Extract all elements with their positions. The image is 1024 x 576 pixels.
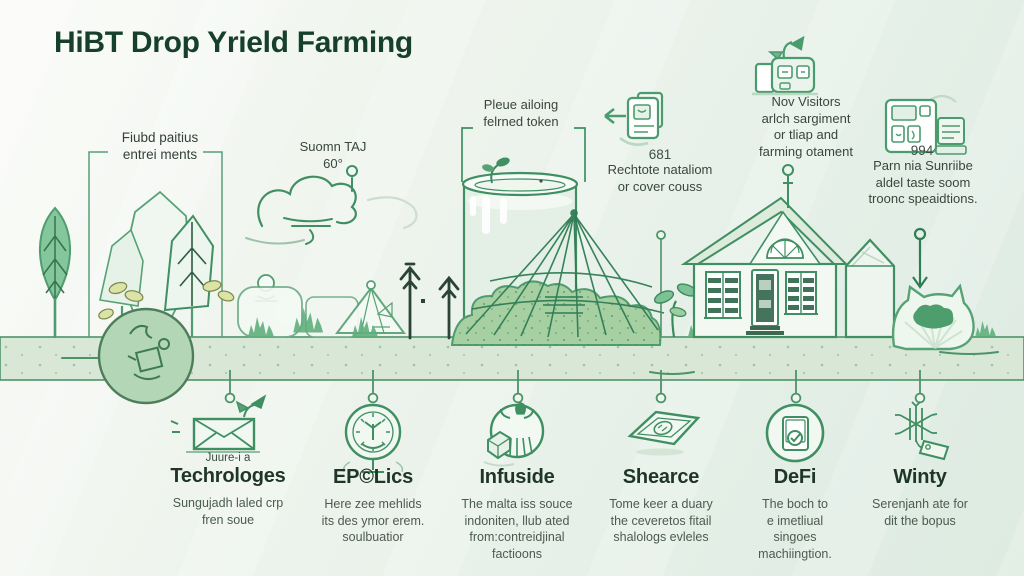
column-body: Serenjanh ate for dit the bopus — [872, 497, 968, 528]
field-enclosure — [88, 151, 223, 337]
column-body: Here zee mehlids its des ymor erem. soul… — [321, 497, 425, 544]
column-winty: Winty Serenjanh ate for dit the bopus — [835, 452, 1005, 529]
cloud-sketch-icon — [245, 165, 418, 245]
banknote-icon — [627, 410, 701, 456]
net-dome-icon — [465, 209, 665, 338]
leaf-tree-icon — [38, 206, 72, 338]
column-heading: Shearce — [622, 466, 700, 488]
tablet-check-icon — [765, 403, 825, 463]
column-shearce: Shearce Tome keer a duary the ceveretos … — [576, 452, 746, 546]
column-techrologes: Juure-i a Techrologes Sungujadh laled cr… — [143, 452, 313, 528]
column-epclics: EP©Lics Here zee mehlids its des ymor er… — [288, 452, 458, 546]
bushes-icon — [450, 280, 662, 346]
column-body: Sungujadh laled crp fren soue — [172, 496, 284, 527]
column-heading: Techrologes — [170, 465, 286, 487]
callout-machine-number: 994 — [910, 143, 934, 158]
callout-machine: Parn nia Sunriibe aldel taste soom troon… — [868, 158, 978, 207]
callout-silo: Pleue ailoing felrned token — [483, 97, 559, 129]
column-heading: Winty — [893, 466, 947, 488]
seed-coin-badge-icon — [97, 307, 195, 405]
column-infuside: Infuside The malta iss souce indoniten, … — [432, 452, 602, 562]
sprout-head-icon — [483, 402, 545, 467]
sprout-icon — [653, 283, 698, 338]
snowflake-tag-icon — [894, 401, 950, 461]
angular-trees-icon — [98, 190, 235, 337]
column-small-label: Juure-i a — [205, 452, 251, 464]
envelope-plant-icon — [170, 394, 267, 453]
column-defi: DeFi The boch to e imetliual singoes mac… — [710, 452, 880, 562]
power-poles-icon — [399, 262, 460, 340]
callout-field: Fiubd paitius entrei ments — [121, 130, 199, 163]
docs-connector — [656, 230, 666, 337]
column-body: Tome keer a duary the ceveretos fitail s… — [609, 497, 713, 544]
column-heading: EP©Lics — [332, 466, 414, 488]
farm-stand-icon — [752, 35, 818, 96]
farm-house-icon — [680, 164, 849, 339]
callout-docs-number: 681 — [648, 147, 672, 162]
callout-docs: Rechtote nataliom or cover couss — [607, 162, 713, 194]
calculator-machine-icon — [884, 94, 967, 155]
silo-bracket — [461, 127, 586, 182]
column-body: The boch to e imetliual singoes machiing… — [758, 497, 832, 561]
column-heading: Infuside — [479, 466, 555, 488]
callout-cloud: Suomn TAJ 60° — [299, 139, 367, 171]
clock-plant-icon — [342, 403, 404, 473]
column-body: The malta iss souce indoniten, llub ated… — [461, 497, 573, 561]
callout-visitors: Nov Visitors arlch sargiment or tliap an… — [759, 94, 853, 159]
down-arrow-icon — [912, 227, 928, 289]
column-heading: DeFi — [773, 466, 817, 488]
shed-icon — [844, 238, 896, 339]
timeline-pins — [224, 370, 926, 404]
cabbage-cat-plant-icon — [891, 283, 996, 351]
tent-icon — [334, 280, 406, 334]
page-title: HiBT Drop Yrield Farming — [54, 26, 413, 59]
document-arrow-icon — [604, 91, 664, 146]
